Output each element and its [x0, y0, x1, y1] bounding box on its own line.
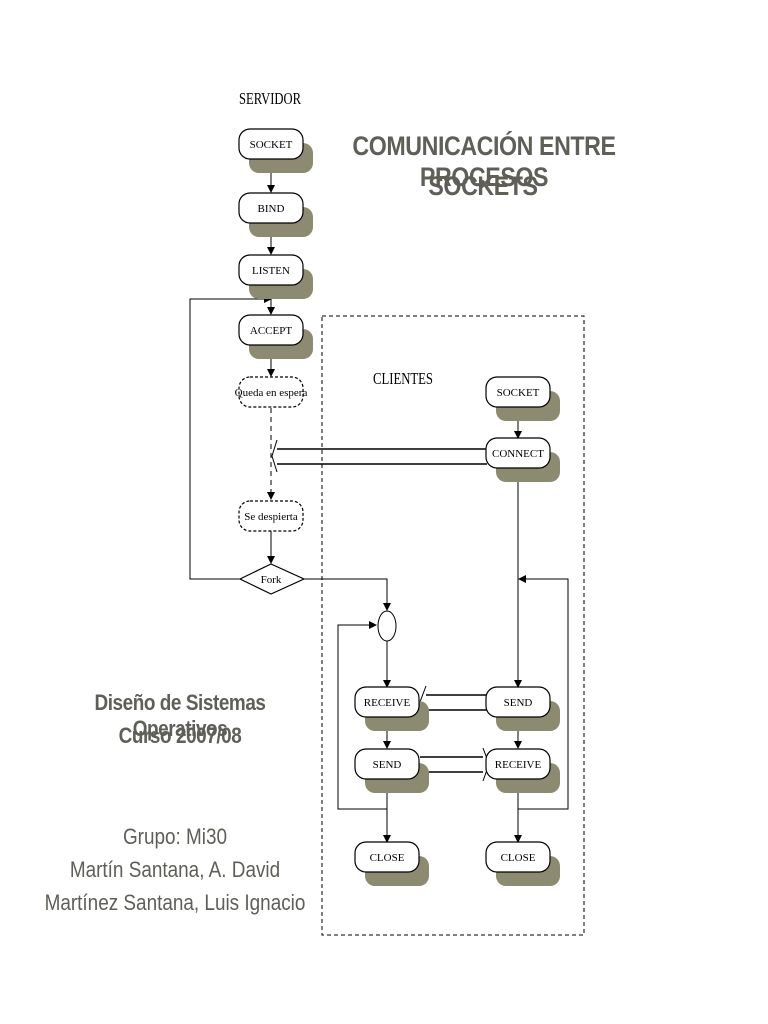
node-server-receive: RECEIVE [354, 686, 429, 731]
node-server-socket: SOCKET [238, 128, 313, 173]
author-1: Martín Santana, A. David [69, 857, 281, 882]
channel-server-send-to-client-receive [420, 747, 490, 782]
node-box [238, 376, 304, 408]
channel-client-send-to-server-receive [419, 685, 487, 719]
node-label: Se despierta [244, 511, 298, 523]
node-box [485, 376, 551, 408]
node-label: Queda en espera [235, 387, 308, 399]
node-label: ACCEPT [250, 325, 292, 337]
node-box [238, 314, 304, 346]
node-label: RECEIVE [364, 697, 411, 709]
node-label: Fork [261, 574, 282, 586]
node-label: CONNECT [492, 448, 544, 460]
edge-client-loop [518, 575, 569, 810]
decision-diamond [238, 563, 306, 595]
node-server-bind: BIND [238, 192, 313, 237]
node-server-fork: Fork [238, 563, 306, 595]
junction-node [377, 610, 397, 642]
node-box [485, 437, 551, 469]
node-box [238, 254, 304, 286]
edge-fork-loop-accept [189, 295, 272, 580]
server-label: SERVIDOR [239, 89, 301, 108]
node-box [354, 748, 420, 780]
course-year: Curso 2007/08 [118, 723, 242, 748]
node-label: BIND [258, 203, 285, 215]
node-box [238, 192, 304, 224]
node-box [354, 841, 420, 873]
node-server-accept: ACCEPT [238, 314, 313, 359]
node-label: SEND [373, 759, 402, 771]
node-label: RECEIVE [495, 759, 542, 771]
node-label: CLOSE [501, 852, 536, 864]
node-client-connect: CONNECT [485, 437, 560, 482]
node-label: SOCKET [497, 387, 540, 399]
node-label: CLOSE [370, 852, 405, 864]
node-label: SOCKET [250, 139, 293, 151]
node-client-socket: SOCKET [485, 376, 560, 421]
connect-channel [271, 439, 487, 473]
node-box [354, 686, 420, 718]
edge-fork-junction [304, 578, 391, 611]
node-box [485, 748, 551, 780]
node-server-close: CLOSE [354, 841, 429, 886]
node-box [238, 128, 304, 160]
node-client-receive: RECEIVE [485, 748, 560, 793]
node-box [238, 500, 304, 532]
course-name: Diseño de Sistemas Operativos [94, 690, 266, 741]
diagram-title-line1: COMUNICACIÓN ENTRE PROCESOS [352, 131, 616, 192]
group-name: Grupo: Mi30 [122, 824, 228, 849]
node-box [485, 686, 551, 718]
node-server-send: SEND [354, 748, 429, 793]
node-client-close: CLOSE [485, 841, 560, 886]
clients-container [321, 315, 585, 936]
node-box [485, 841, 551, 873]
node-server-wait: Queda en espera [235, 376, 308, 408]
edge-server-loop [337, 621, 387, 810]
node-label: LISTEN [252, 265, 290, 277]
node-server-wake: Se despierta [238, 500, 304, 532]
node-server-listen: LISTEN [238, 254, 313, 299]
node-client-send: SEND [485, 686, 560, 731]
clients-label: CLIENTES [373, 369, 433, 388]
diagram-title-line2: SOCKETS [428, 171, 538, 201]
node-label: SEND [504, 697, 533, 709]
author-2: Martínez Santana, Luis Ignacio [44, 890, 306, 915]
